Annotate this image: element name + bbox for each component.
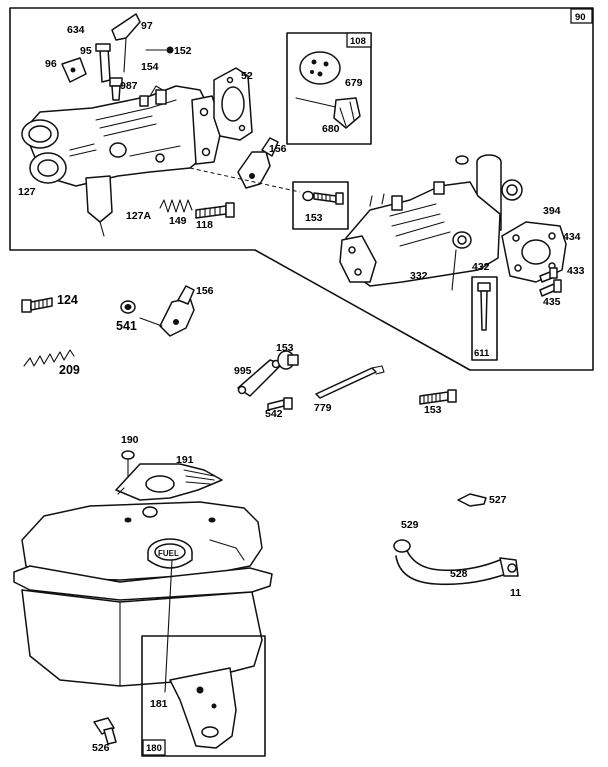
callout-97: 97 [141, 20, 153, 32]
rod-part-779 [315, 365, 385, 399]
callout-209: 209 [59, 363, 80, 377]
screw-part-433 [539, 267, 558, 283]
mounting-plate-191 [115, 463, 223, 501]
callout-156-lower: 156 [196, 285, 214, 297]
callout-680: 680 [322, 123, 340, 135]
inset-box-180 [141, 635, 266, 757]
callout-96: 96 [45, 58, 57, 70]
callout-529: 529 [401, 519, 419, 531]
carburetor-upper [21, 13, 223, 237]
callout-181: 181 [150, 698, 168, 710]
screw-part-542 [267, 397, 293, 411]
callout-118: 118 [196, 219, 213, 231]
alignment-line [189, 167, 301, 193]
callout-434: 434 [563, 231, 581, 243]
callout-11: 11 [510, 587, 521, 599]
callout-528: 528 [450, 568, 468, 580]
callout-149: 149 [169, 215, 187, 227]
callout-634: 634 [67, 24, 85, 36]
cover-part-434 [501, 221, 567, 283]
callout-153-box: 153 [305, 212, 323, 224]
governor-lever-156 [139, 285, 195, 337]
callout-124: 124 [57, 293, 78, 307]
inset-box-108 [286, 32, 372, 145]
spring-part-149 [159, 199, 193, 213]
callout-156-upper: 156 [269, 143, 287, 155]
float-part [295, 97, 361, 129]
callout-679: 679 [345, 77, 363, 89]
screw-part-435 [539, 279, 562, 297]
box-label-180: 180 [146, 743, 162, 754]
callout-541: 541 [116, 319, 137, 333]
carburetor-lower [339, 154, 523, 291]
box-label-611: 611 [474, 348, 490, 359]
callout-152: 152 [174, 45, 192, 57]
bushing-part-153 [277, 350, 299, 370]
box-tag-108 [346, 32, 372, 48]
assembly-outline-90 [9, 7, 594, 371]
callout-779: 779 [314, 402, 332, 414]
callout-154: 154 [141, 61, 159, 73]
fuel-cap-text: FUEL [158, 549, 179, 558]
tank-bracket [169, 667, 237, 749]
box-label-108: 108 [350, 36, 366, 47]
screw-part-118 [195, 202, 235, 219]
nozzle-part-611 [477, 282, 491, 331]
callout-987: 987 [120, 80, 138, 92]
callout-435: 435 [543, 296, 561, 308]
callout-527: 527 [489, 494, 507, 506]
bolt-part-153 [419, 389, 457, 405]
diaphragm-part [299, 51, 341, 85]
callout-432: 432 [472, 261, 490, 273]
callout-52: 52 [241, 70, 253, 82]
inset-box-153 [292, 181, 349, 230]
callout-153-mid: 153 [276, 342, 294, 354]
callout-127: 127 [18, 186, 36, 198]
callout-332: 332 [410, 270, 428, 282]
fuel-tank: FUEL [13, 501, 273, 687]
callout-153-right: 153 [424, 404, 442, 416]
bolt-part-124 [21, 297, 53, 313]
leader-181 [164, 559, 173, 693]
box-label-90: 90 [575, 12, 586, 23]
inset-box-611 [471, 276, 498, 361]
callout-127a: 127A [126, 210, 152, 222]
governor-link-156 [237, 137, 279, 189]
callout-190: 190 [121, 434, 139, 446]
screw-part-190 [121, 450, 135, 479]
nut-part-153 [302, 190, 344, 205]
callout-95: 95 [80, 45, 92, 57]
spring-part-209 [23, 349, 75, 367]
callout-526: 526 [92, 742, 110, 754]
box-tag-180 [142, 739, 166, 756]
gasket-part-52 [213, 67, 253, 141]
link-part-995 [237, 359, 283, 397]
nut-part-541 [120, 300, 136, 314]
box-tag-90 [570, 8, 593, 24]
callout-394: 394 [543, 205, 561, 217]
fuel-line-528 [393, 539, 519, 586]
callout-191: 191 [176, 454, 194, 466]
callout-433: 433 [567, 265, 585, 277]
callout-542: 542 [265, 408, 283, 420]
callout-995: 995 [234, 365, 252, 377]
screw-part-526 [93, 717, 117, 745]
clip-part-527 [457, 493, 487, 507]
